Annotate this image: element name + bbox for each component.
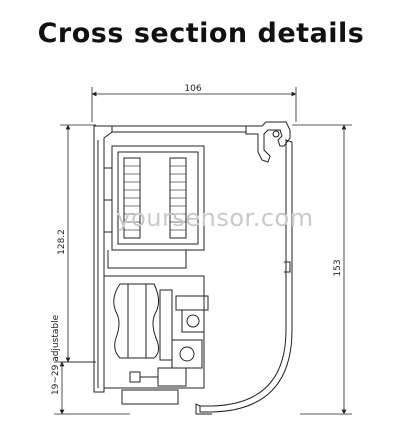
watermark: yoursensor.com (116, 204, 313, 232)
page-title: Cross section details (37, 18, 365, 49)
sensor-board (104, 145, 205, 269)
roller-assembly (103, 275, 209, 405)
height-total-dimension (292, 124, 352, 415)
height-total-label: 153 (333, 259, 343, 276)
width-dimension (91, 87, 297, 122)
height-upper-label: 128.2 (57, 229, 67, 255)
housing-profile (93, 121, 293, 415)
adjustable-dimension (54, 361, 130, 415)
adjustable-label: 19~29 adjustable (51, 314, 61, 395)
width-label: 106 (184, 84, 201, 94)
